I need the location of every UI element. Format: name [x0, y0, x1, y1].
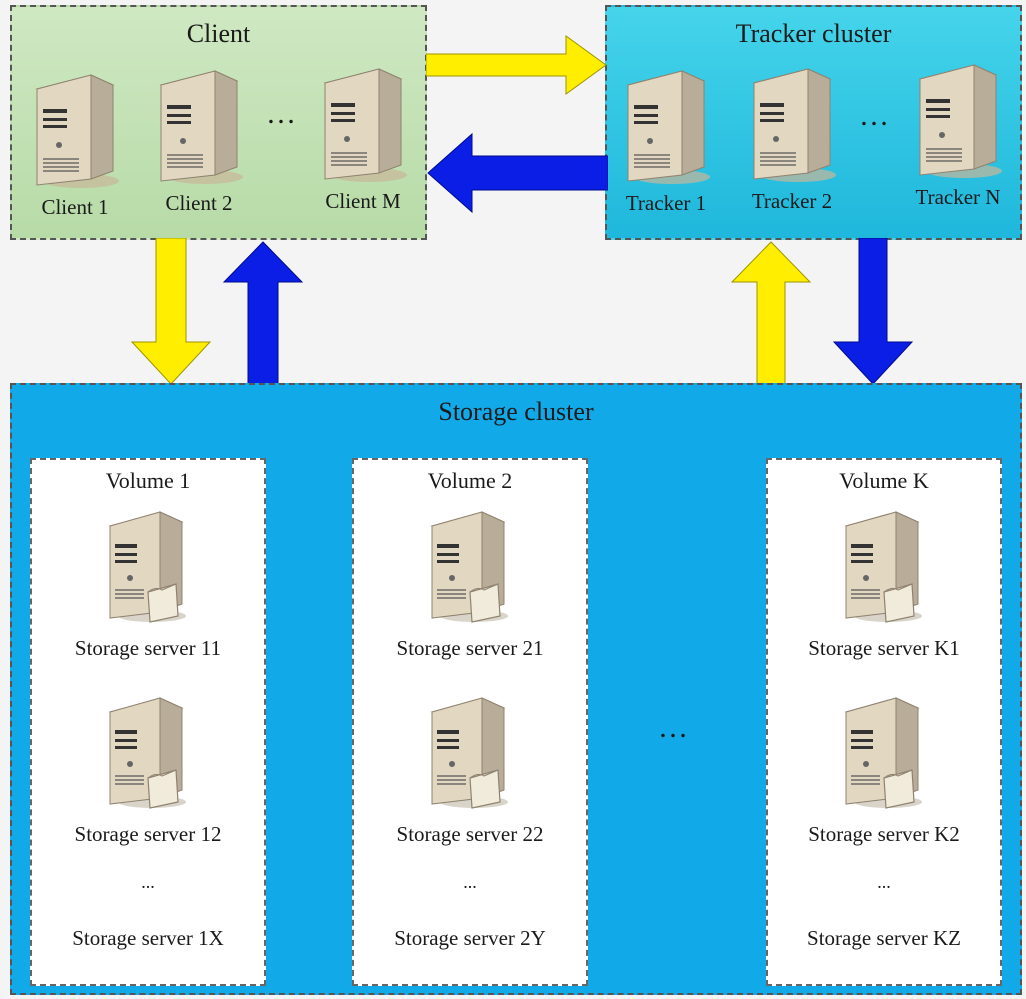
storage-server: Storage server 12	[32, 690, 264, 847]
client-node-m: Client M	[308, 61, 418, 214]
client-node-label: Client M	[325, 189, 401, 213]
volume-ellipsis: ...	[463, 872, 477, 892]
storage-server-icon	[108, 511, 186, 623]
storage-server-label: Storage server K1	[808, 636, 960, 660]
storage-to-client-arrow	[222, 241, 304, 386]
storage-server-label: Storage server 11	[74, 636, 222, 660]
client-cluster-title: Client	[186, 19, 251, 48]
storage-server-last-label: Storage server 1X	[72, 926, 224, 950]
storage-server: Storage server K1	[768, 504, 1000, 661]
tracker-ellipsis: …	[859, 99, 891, 132]
storage-server-label: Storage server 22	[396, 822, 544, 846]
volume-ellipsis: ...	[141, 872, 155, 892]
volume-k: Volume K Storage server K1	[766, 458, 1002, 986]
storage-server: Storage server 11	[32, 504, 264, 661]
client-node-label: Client 1	[41, 195, 109, 219]
tracker-node-1: Tracker 1	[611, 63, 721, 216]
server-icon	[323, 68, 407, 182]
storage-server-icon	[430, 697, 508, 809]
storage-server-label: Storage server 12	[74, 822, 222, 846]
storage-to-tracker-arrow	[730, 241, 812, 386]
tracker-cluster-title: Tracker cluster	[735, 19, 892, 48]
server-icon	[35, 74, 119, 188]
storage-server-last-label: Storage server 2Y	[394, 926, 546, 950]
client-ellipsis: …	[266, 97, 298, 130]
client-node-1: Client 1	[20, 67, 130, 220]
tracker-node-n: Tracker N	[903, 57, 1013, 210]
volume-title: Volume 2	[427, 468, 513, 493]
storage-server-label: Storage server 21	[396, 636, 544, 660]
storage-server-last-label: Storage server KZ	[807, 926, 961, 950]
server-icon	[159, 70, 243, 184]
storage-cluster-title: Storage cluster	[438, 397, 594, 426]
client-node-2: Client 2	[144, 63, 254, 216]
tracker-to-client-arrow	[427, 132, 608, 214]
volume-title: Volume K	[839, 468, 929, 493]
tracker-to-storage-arrow	[832, 238, 914, 385]
client-to-storage-arrow	[130, 238, 212, 385]
tracker-cluster: Tracker cluster Tracker 1 Tracker 2	[605, 5, 1022, 240]
storage-server-label: Storage server K2	[808, 822, 960, 846]
volume-2: Volume 2 Storage server 21	[352, 458, 588, 986]
volume-1: Volume 1 Storage server 11	[30, 458, 266, 986]
storage-server: Storage server K2	[768, 690, 1000, 847]
storage-server-icon	[844, 697, 922, 809]
storage-server: Storage server 21	[354, 504, 586, 661]
storage-server-icon	[430, 511, 508, 623]
server-icon	[918, 64, 1002, 178]
volume-ellipsis: ...	[877, 872, 891, 892]
tracker-node-label: Tracker 1	[625, 191, 707, 215]
server-icon	[752, 68, 836, 182]
volumes-ellipsis: …	[658, 711, 690, 744]
client-node-label: Client 2	[165, 191, 233, 215]
storage-server-icon	[844, 511, 922, 623]
tracker-node-label: Tracker 2	[751, 189, 833, 213]
tracker-node-label: Tracker N	[915, 185, 1001, 209]
storage-server-icon	[108, 697, 186, 809]
storage-server: Storage server 22	[354, 690, 586, 847]
storage-cluster: Storage cluster Volume 1 Storage server …	[10, 383, 1022, 995]
client-to-tracker-arrow	[426, 35, 607, 95]
volume-title: Volume 1	[105, 468, 191, 493]
tracker-node-2: Tracker 2	[737, 61, 847, 214]
client-cluster: Client Client 1 Client 2 …	[10, 5, 427, 240]
server-icon	[626, 70, 710, 184]
